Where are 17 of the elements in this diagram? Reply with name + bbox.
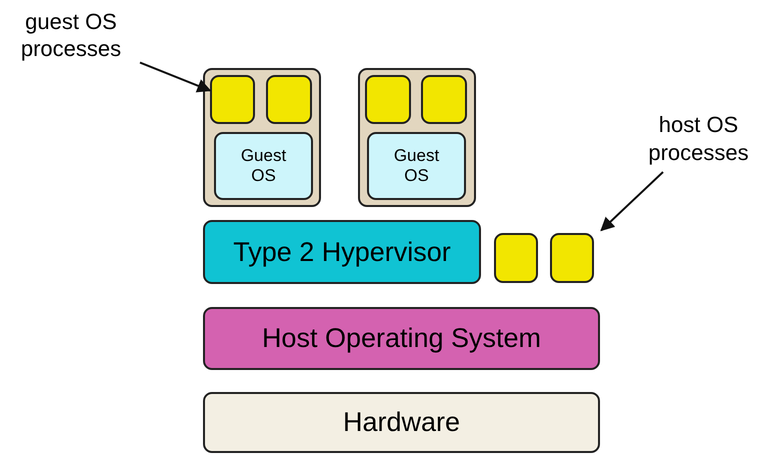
process-box [266, 75, 312, 124]
guest-os-box: Guest OS [214, 132, 313, 200]
process-box [421, 75, 467, 124]
process-box [210, 75, 255, 124]
callout-text: host OS processes [630, 105, 767, 172]
virtual-machine-box [203, 68, 321, 207]
hardware-layer: Hardware [203, 392, 600, 453]
virtual-machine-box [358, 68, 476, 207]
arrow [600, 171, 664, 232]
arrow [140, 62, 212, 92]
process-box [494, 233, 538, 283]
process-box [550, 233, 594, 283]
callout-text: guest OS processes [2, 2, 140, 68]
hypervisor-layer: Type 2 Hypervisor [203, 220, 481, 284]
process-box [365, 75, 411, 124]
guest-os-box: Guest OS [367, 132, 466, 200]
host-os-layer: Host Operating System [203, 307, 600, 370]
